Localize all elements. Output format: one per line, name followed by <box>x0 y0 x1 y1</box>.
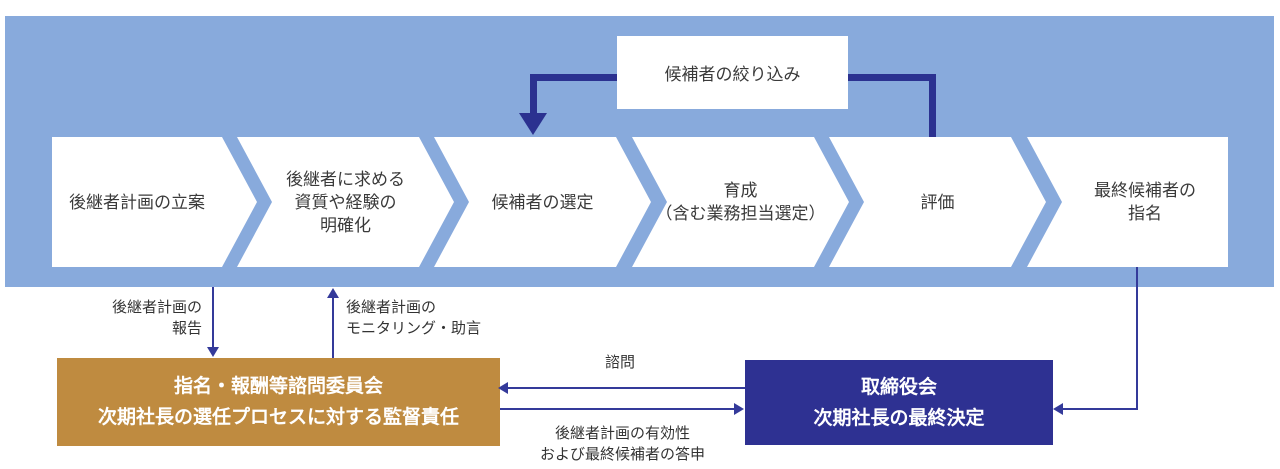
board-of-directors-box: 取締役会 次期社長の最終決定 <box>745 360 1053 445</box>
monitoring-label: 後継者計画の モニタリング・助言 <box>346 299 482 337</box>
board-title: 取締役会 <box>860 376 937 398</box>
narrowing-candidates-label: 候補者の絞り込み <box>664 65 801 84</box>
answer-label: 後継者計画の有効性 および最終候補者の答申 <box>539 425 705 463</box>
step-label: 評価 <box>920 192 955 212</box>
consultation-label: 諮問 <box>604 354 635 371</box>
committee-subtitle: 次期社長の選任プロセスに対する監督責任 <box>97 407 459 428</box>
final-nomination-arrow-horizontal <box>1063 408 1138 410</box>
arrow-down-icon <box>519 113 547 135</box>
step-label: 資質や経験の <box>294 192 397 212</box>
step-label: 最終候補者の <box>1094 181 1196 200</box>
step-label: 後継者に求める <box>286 169 405 189</box>
arrow-up-icon <box>327 288 339 298</box>
process-step-clarify-qualities: 後継者に求める 資質や経験の 明確化 <box>237 137 454 267</box>
final-nomination-arrow-vertical <box>1136 267 1138 409</box>
answer-arrow-line <box>500 408 734 410</box>
arrow-left-icon <box>1053 403 1063 415</box>
monitoring-arrow-line <box>332 297 334 358</box>
arrow-down-icon <box>207 347 219 357</box>
process-step-succession-plan: 後継者計画の立案 <box>52 137 257 267</box>
process-step-development: 育成 （含む業務担当選定） <box>632 137 849 267</box>
arrow-right-icon <box>734 403 744 415</box>
process-step-select-candidates: 候補者の選定 <box>434 137 651 267</box>
step-label: 育成 <box>723 181 758 200</box>
arrow-left-icon <box>498 382 508 394</box>
report-arrow-line <box>212 287 214 348</box>
step-label: 後継者計画の立案 <box>69 192 205 212</box>
process-step-evaluation: 評価 <box>829 137 1046 267</box>
consultation-arrow-line <box>508 387 745 389</box>
step-label: 指名 <box>1128 204 1162 223</box>
step-label: 候補者の選定 <box>491 192 594 212</box>
step-label: 明確化 <box>320 215 371 235</box>
committee-title: 指名・報酬等諮問委員会 <box>173 376 383 397</box>
narrowing-candidates-box: 候補者の絞り込み <box>617 36 848 109</box>
loop-line-right <box>929 74 936 137</box>
board-subtitle: 次期社長の最終決定 <box>813 407 985 429</box>
nomination-committee-box: 指名・報酬等諮問委員会 次期社長の選任プロセスに対する監督責任 <box>57 358 500 446</box>
step-label: （含む業務担当選定） <box>655 204 826 223</box>
report-label: 後継者計画の 報告 <box>111 299 202 337</box>
loop-line-left <box>530 74 537 115</box>
